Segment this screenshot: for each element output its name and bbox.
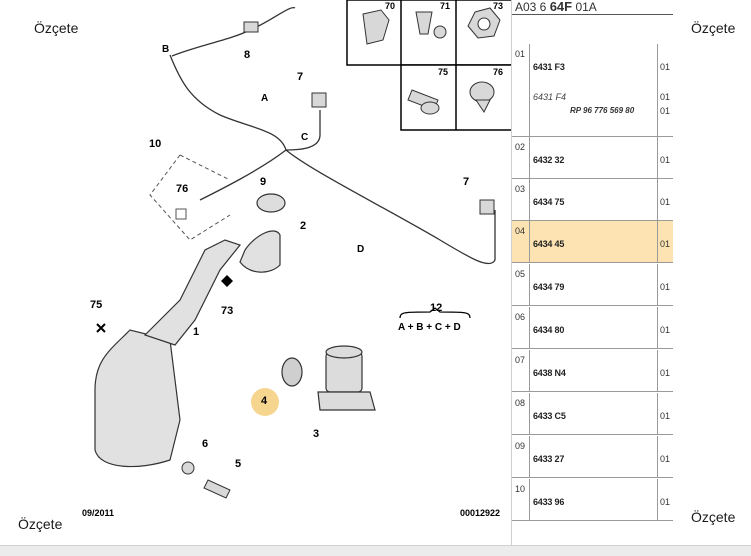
callout-label-highlighted: 4 bbox=[261, 395, 268, 407]
row-number: 03 bbox=[515, 184, 526, 194]
diagram-code: 00012922 bbox=[460, 508, 501, 518]
callout-label: 73 bbox=[221, 305, 234, 317]
table-header: A03 6 64F 01A bbox=[512, 0, 673, 15]
table-row[interactable]: 10 6433 96 01 bbox=[512, 479, 673, 521]
callout-label: 7 bbox=[463, 176, 470, 188]
callout-label: 5 bbox=[235, 458, 242, 470]
callout-label: 2 bbox=[300, 220, 307, 232]
callout-label: 6 bbox=[202, 438, 209, 450]
hose-letter: B bbox=[162, 44, 170, 55]
quantity: 01 bbox=[660, 92, 671, 102]
watermark-top-right: Özçete bbox=[691, 20, 736, 36]
formula-number: 12 bbox=[430, 302, 443, 314]
inset-label: 73 bbox=[493, 1, 504, 11]
row-number: 02 bbox=[515, 142, 526, 152]
callout-label: 75 bbox=[90, 299, 103, 311]
watermark-bottom-left: Özçete bbox=[18, 516, 63, 532]
parts-diagram: 1 2 3 4 5 6 7 7 8 9 10 12 73 75 76 A B C… bbox=[80, 0, 511, 545]
quantity: 01 bbox=[660, 155, 671, 165]
formula: A + B + C + D bbox=[398, 322, 461, 333]
part-reference: 6434 80 bbox=[533, 325, 565, 335]
inset-label: 70 bbox=[385, 1, 396, 11]
quantity: 01 bbox=[660, 106, 671, 116]
table-row[interactable]: 06 6434 80 01 bbox=[512, 307, 673, 349]
header-prefix: A03 6 bbox=[515, 0, 550, 14]
quantity: 01 bbox=[660, 282, 671, 292]
table-row-highlighted[interactable]: 04 6434 45 01 bbox=[512, 221, 673, 263]
row-number: 08 bbox=[515, 398, 526, 408]
parts-table: A03 6 64F 01A 01 6431 F3 01 6431 F4 01 R… bbox=[511, 0, 673, 545]
table-row[interactable]: 09 6433 27 01 bbox=[512, 436, 673, 478]
hose-letter: C bbox=[301, 132, 309, 143]
quantity: 01 bbox=[660, 497, 671, 507]
table-row[interactable]: 03 6434 75 01 bbox=[512, 179, 673, 221]
watermark-bottom-right: Özçete bbox=[691, 509, 736, 525]
part-reference: 6434 75 bbox=[533, 197, 565, 207]
table-row[interactable]: 01 6431 F3 01 6431 F4 01 RP 96 776 569 8… bbox=[512, 44, 673, 137]
table-row[interactable]: 07 6438 N4 01 bbox=[512, 350, 673, 392]
hose-letter: A bbox=[261, 93, 269, 104]
quantity: 01 bbox=[660, 368, 671, 378]
inset-label: 75 bbox=[438, 67, 449, 77]
diagram-date: 09/2011 bbox=[82, 508, 115, 518]
part-reference: 6432 32 bbox=[533, 155, 565, 165]
inset-label: 76 bbox=[493, 67, 504, 77]
row-number: 04 bbox=[515, 226, 526, 236]
part-reference: 6433 27 bbox=[533, 454, 565, 464]
row-number: 01 bbox=[515, 49, 526, 59]
table-row[interactable]: 05 6434 79 01 bbox=[512, 264, 673, 306]
callout-label: 76 bbox=[176, 183, 189, 195]
quantity: 01 bbox=[660, 411, 671, 421]
part-reference: 6433 C5 bbox=[533, 411, 566, 421]
row-number: 05 bbox=[515, 269, 526, 279]
part-reference: 6431 F3 bbox=[533, 62, 565, 72]
part-reference: 6434 45 bbox=[533, 239, 565, 249]
callout-label: 1 bbox=[193, 326, 200, 338]
part-note: RP 96 776 569 80 bbox=[570, 106, 635, 115]
table-row[interactable]: 02 6432 32 01 bbox=[512, 137, 673, 179]
part-reference: 6434 79 bbox=[533, 282, 565, 292]
row-number: 09 bbox=[515, 441, 526, 451]
callout-label: 8 bbox=[244, 49, 251, 61]
row-number: 06 bbox=[515, 312, 526, 322]
part-reference: 6438 N4 bbox=[533, 368, 566, 378]
part-reference-alt: 6431 F4 bbox=[533, 92, 567, 102]
table-row[interactable]: 08 6433 C5 01 bbox=[512, 393, 673, 435]
callout-label: 7 bbox=[297, 71, 304, 83]
hose-letter: D bbox=[357, 244, 365, 255]
header-suffix: 01A bbox=[572, 0, 597, 14]
callout-label: 3 bbox=[313, 428, 320, 440]
callout-label: 10 bbox=[149, 138, 162, 150]
inset-label: 71 bbox=[440, 1, 451, 11]
watermark-top-left: Özçete bbox=[34, 20, 79, 36]
row-number: 07 bbox=[515, 355, 526, 365]
header-bold: 64F bbox=[549, 0, 573, 14]
quantity: 01 bbox=[660, 197, 671, 207]
quantity: 01 bbox=[660, 454, 671, 464]
diagram-drawing bbox=[94, 0, 511, 499]
row-number: 10 bbox=[515, 484, 526, 494]
part-reference: 6433 96 bbox=[533, 497, 565, 507]
horizontal-scrollbar[interactable] bbox=[0, 545, 751, 556]
callout-label: 9 bbox=[260, 176, 267, 188]
quantity: 01 bbox=[660, 239, 671, 249]
quantity: 01 bbox=[660, 325, 671, 335]
quantity: 01 bbox=[660, 62, 671, 72]
